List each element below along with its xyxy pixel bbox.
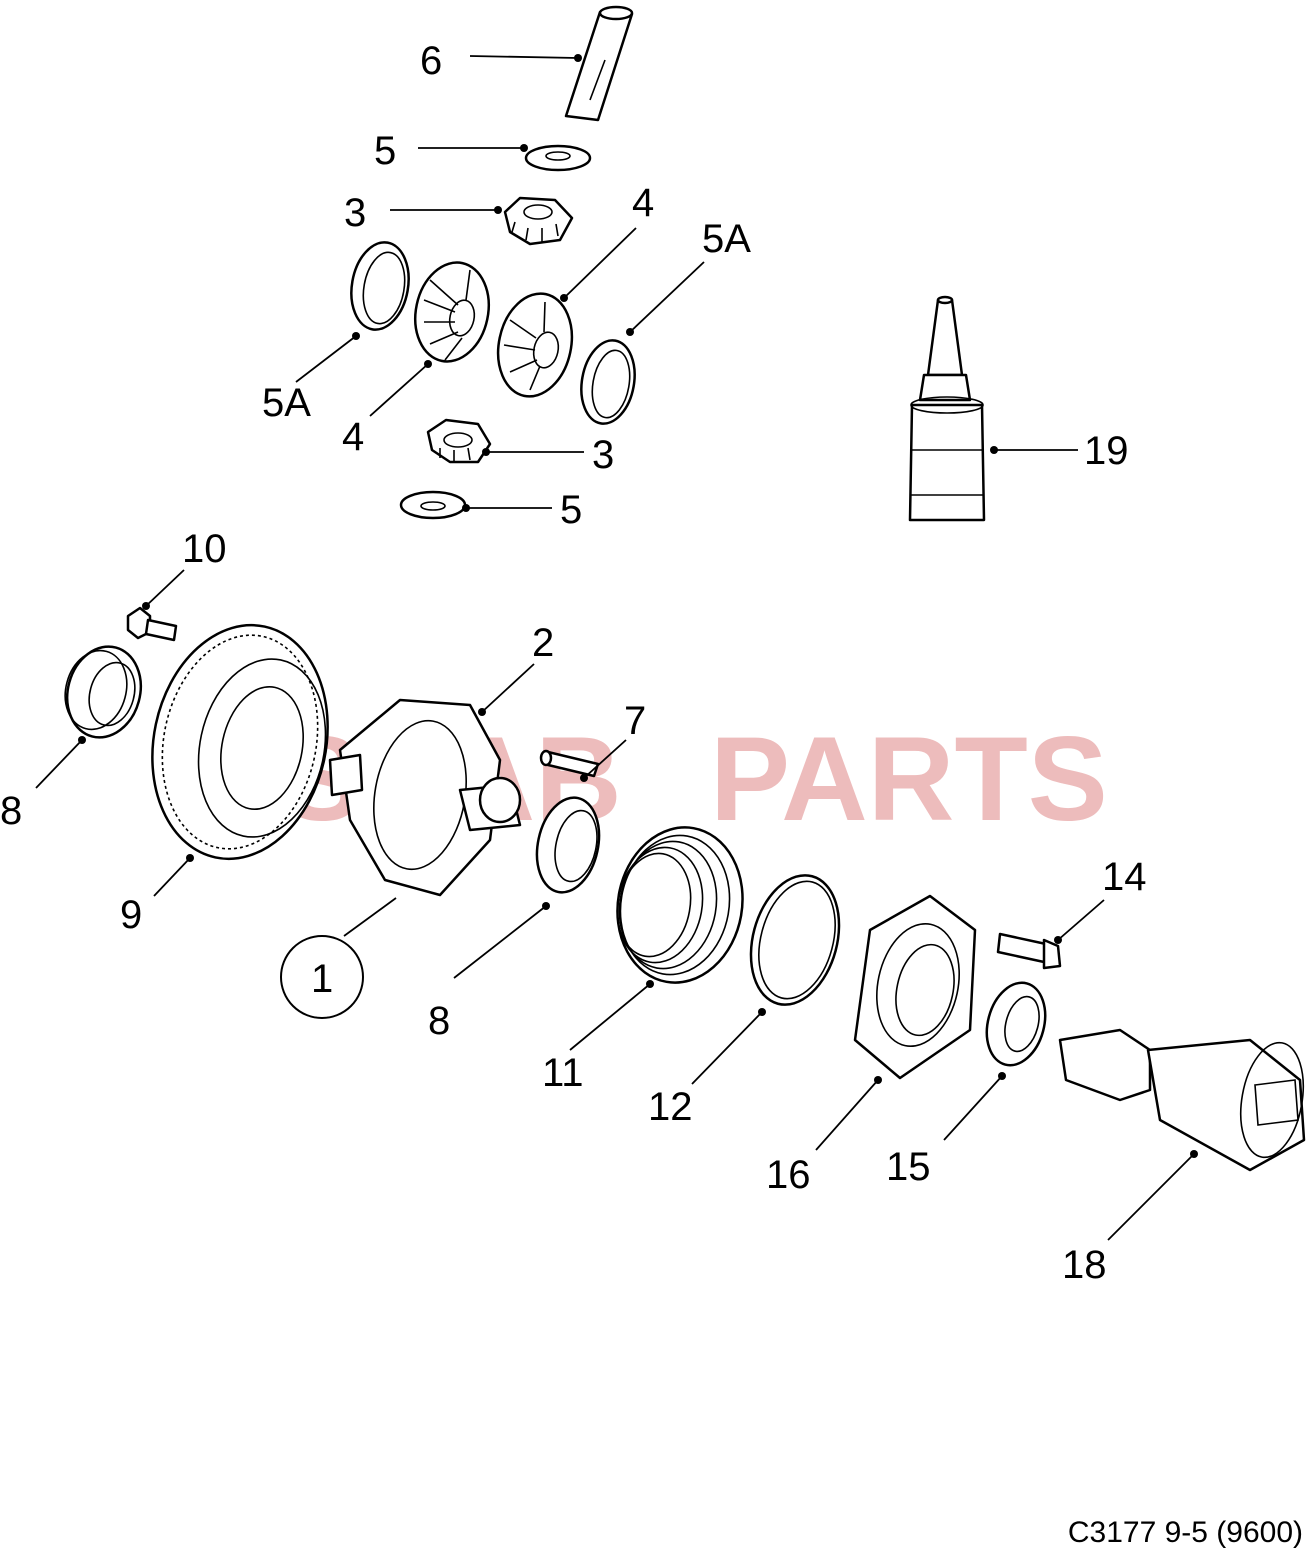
part-14-cover-bolt [996, 932, 1062, 970]
callout-4-top: 4 [632, 181, 654, 225]
part-9-ring-gear [151, 623, 329, 861]
callout-1: 1 [311, 957, 333, 1001]
callout-18: 18 [1062, 1243, 1107, 1287]
part-5a-shim-right [580, 339, 636, 425]
callout-5a-left: 5A [262, 381, 311, 425]
part-6-differential-pin [564, 5, 634, 122]
part-11-shim-pack [616, 826, 744, 984]
part-15-oil-seal [985, 981, 1047, 1067]
part-4-side-gear-right [496, 292, 574, 398]
callout-16: 16 [766, 1153, 811, 1197]
callout-labels: 6 5 3 4 5A 5A 4 3 5 19 10 2 7 8 9 1 8 11… [0, 39, 1147, 1287]
part-3-pinion-gear-bottom [426, 418, 492, 464]
part-5a-shim-left [350, 241, 410, 331]
part-2-differential-housing [328, 698, 522, 897]
callout-5-bottom: 5 [560, 488, 582, 532]
callout-8-left: 8 [0, 789, 22, 833]
watermark-brand-right: PARTS [710, 712, 1108, 846]
diagram-code-caption: C3177 9-5 (9600) [1068, 1516, 1303, 1549]
callout-15: 15 [886, 1145, 931, 1189]
callout-10: 10 [182, 527, 227, 571]
callout-5a-right: 5A [702, 217, 751, 261]
part-7-roll-pin [539, 749, 600, 778]
callout-2: 2 [532, 621, 554, 665]
callout-11: 11 [542, 1051, 584, 1095]
part-19-sealant-bottle [908, 295, 986, 522]
part-16-bearing-cover [853, 894, 977, 1080]
callout-5-top: 5 [374, 129, 396, 173]
callout-6: 6 [420, 39, 442, 83]
part-3-pinion-gear-top [503, 196, 574, 246]
part-12-o-ring [749, 874, 841, 1006]
callout-9: 9 [120, 893, 142, 937]
callout-7: 7 [624, 699, 646, 743]
part-8-bearing-left [64, 645, 143, 739]
callout-3-top: 3 [344, 191, 366, 235]
callout-1-circle [280, 935, 364, 1019]
part-10-ring-gear-bolt [126, 606, 178, 642]
part-4-side-gear-left [414, 261, 490, 363]
part-5-thrust-washer-top [524, 144, 592, 172]
callout-8-right: 8 [428, 999, 450, 1043]
part-8-bearing-right [535, 796, 601, 894]
callout-4-bottom: 4 [342, 415, 364, 459]
callout-19: 19 [1084, 429, 1129, 473]
callout-3-bottom: 3 [592, 433, 614, 477]
part-18-output-shaft [1058, 1028, 1306, 1172]
leader-lines [35, 54, 1198, 1241]
part-5-thrust-washer-bottom [399, 490, 467, 520]
callout-14: 14 [1102, 855, 1147, 899]
callout-12: 12 [648, 1085, 693, 1129]
